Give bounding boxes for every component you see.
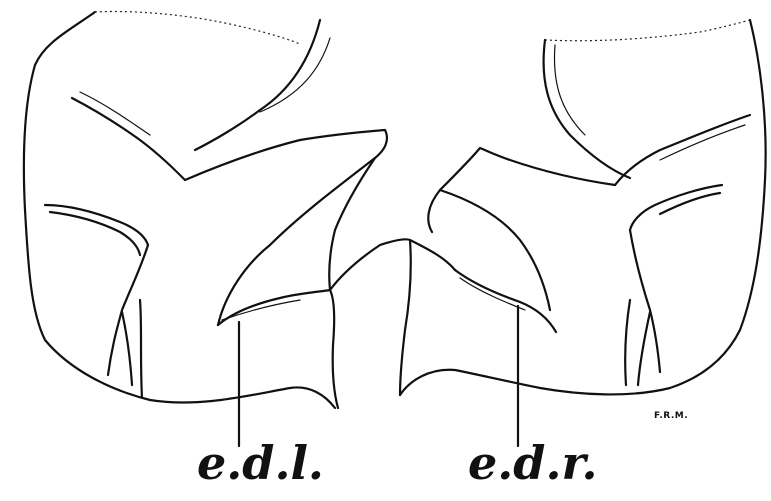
edr-label: e.d.r.	[468, 436, 598, 490]
left-upper-branch-inner	[80, 92, 150, 135]
left-specimen-outline	[24, 12, 335, 408]
right-lateral-arm-lower	[660, 193, 720, 214]
left-torn-edge	[95, 11, 300, 44]
right-stem	[630, 230, 660, 372]
left-stem-fork-b	[140, 300, 142, 398]
edr-structure-inner	[460, 278, 525, 310]
edl-label: e.d.l.	[197, 436, 324, 490]
left-central-limb-lower	[329, 158, 375, 290]
middle-stalk	[330, 239, 411, 395]
artist-initials: F.R.M.	[654, 411, 688, 421]
right-stem-fork-b	[625, 300, 630, 385]
left-stem-fork-a	[122, 312, 132, 385]
right-torn-edge	[545, 20, 750, 41]
right-central-limb	[428, 148, 615, 232]
left-lateral-arm-lower	[50, 212, 140, 255]
right-upper-branch-inner	[660, 125, 745, 160]
left-upper-branch	[72, 98, 185, 180]
right-stem-fork-a	[638, 312, 650, 385]
right-upper-curve	[544, 40, 630, 178]
left-lateral-arm	[45, 205, 148, 245]
right-specimen	[400, 20, 766, 395]
right-specimen-outline	[400, 20, 766, 395]
middle-stalk-right	[410, 240, 455, 270]
